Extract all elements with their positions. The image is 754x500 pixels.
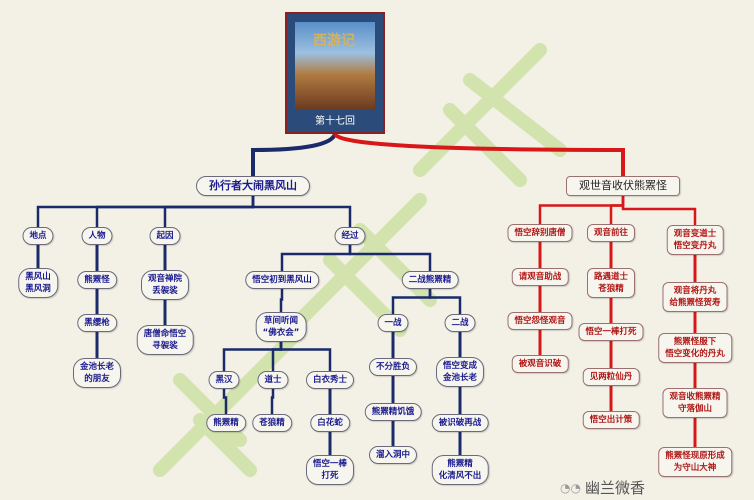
mindmap-node: 悟空初到黑风山 xyxy=(245,271,319,289)
mindmap-node: 熊罴怪服下 悟空变化的丹丸 xyxy=(658,333,732,363)
root-to-right-connector xyxy=(333,132,625,176)
mindmap-node: 悟空辞别唐僧 xyxy=(507,224,573,242)
cover-image: 西游记 xyxy=(295,22,375,110)
mindmap-node: 熊罴怪 xyxy=(77,271,117,289)
mindmap-node: 不分胜负 xyxy=(368,358,418,376)
root-to-left-connector xyxy=(251,133,337,176)
mindmap-node: 起因 xyxy=(149,227,181,245)
mindmap-node: 黑缨枪 xyxy=(77,314,117,332)
mindmap-node: 二战熊罴精 xyxy=(401,271,459,289)
mindmap-node: 被观音识破 xyxy=(511,355,569,373)
chapter-cover: 西游记 第十七回 xyxy=(285,12,385,134)
connector xyxy=(348,236,432,280)
mindmap-node: 观音禅院 丢袈裟 xyxy=(140,270,190,300)
mindmap-node: 悟空一棒 打死 xyxy=(305,455,355,485)
mindmap-node: 经过 xyxy=(334,227,366,245)
mindmap-node: 二战 xyxy=(444,314,476,332)
mindmap-node: 被识破再战 xyxy=(431,414,489,432)
mindmap-node: 唐僧命悟空 寻袈裟 xyxy=(136,325,194,355)
mindmap-node: 黑风山 黑风洞 xyxy=(18,268,58,298)
brand-name: 幽兰微香 xyxy=(584,479,645,497)
mindmap-node: 熊罴精饥饿 xyxy=(364,403,422,421)
mindmap-node: 观音收熊罴精 守落伽山 xyxy=(662,388,728,418)
mindmap-node: 悟空变成 金池长老 xyxy=(435,357,485,387)
mindmap-node: 地点 xyxy=(22,227,54,245)
brand-badge: ◔◔幽兰微香 xyxy=(560,478,645,498)
mindmap-node: 黑汉 xyxy=(208,371,240,389)
mindmap-node: 一战 xyxy=(377,314,409,332)
wechat-icon: ◔◔ xyxy=(560,481,581,495)
mindmap-node: 熊罴精 化清风不出 xyxy=(431,455,489,485)
mindmap-node: 路遇道士 苍狼精 xyxy=(586,268,636,298)
mindmap-node: 观音前往 xyxy=(586,224,636,242)
cover-logo: 西游记 xyxy=(313,33,355,49)
mindmap-node: 悟空怨怪观音 xyxy=(507,312,573,330)
mindmap-node: 观音变道士 悟空变丹丸 xyxy=(666,225,724,255)
chapter-title: 第十七回 xyxy=(315,116,355,127)
mindmap-node: 请观音助战 xyxy=(511,268,569,286)
mindmap-node: 金池长老 的朋友 xyxy=(72,358,122,388)
mindmap-node: 白衣秀士 xyxy=(305,371,355,389)
connector xyxy=(621,186,697,240)
mindmap-node: 观音将丹丸 给熊罴怪贺寿 xyxy=(662,282,728,312)
mindmap-node: 悟空一棒打死 xyxy=(578,323,644,341)
mindmap-node: 熊罴精 xyxy=(206,414,246,432)
mindmap-node: 白花蛇 xyxy=(310,414,350,432)
left-main-topic: 孙行者大闹黑风山 xyxy=(196,176,310,196)
mindmap-node: 熊罴怪现原形成 为守山大神 xyxy=(658,447,732,477)
mindmap-node: 人物 xyxy=(81,227,113,245)
mindmap-node: 溜入洞中 xyxy=(368,446,418,464)
mindmap-node: 草间听闻 “佛衣会” xyxy=(255,312,307,342)
mindmap-node: 苍狼精 xyxy=(252,414,292,432)
connector xyxy=(251,186,352,236)
right-main-topic: 观世音收伏熊罴怪 xyxy=(566,176,680,196)
mindmap-node: 悟空出计策 xyxy=(582,411,640,429)
mindmap-node: 道士 xyxy=(257,371,289,389)
mindmap-node: 见两粒仙丹 xyxy=(582,368,640,386)
